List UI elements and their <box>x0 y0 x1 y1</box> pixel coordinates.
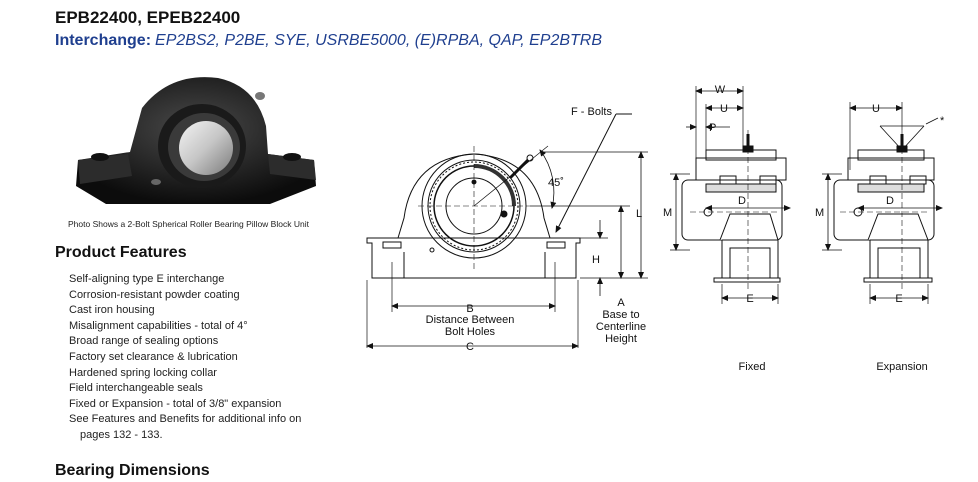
fixed-u-label: U <box>720 103 728 115</box>
interchange-value: EP2BS2, P2BE, SYE, USRBE5000, (E)RPBA, Q… <box>155 32 603 49</box>
expansion-u-label: U <box>872 103 880 115</box>
dim-a-desc-3: Height <box>605 333 637 345</box>
dim-a-desc-1: Base to <box>602 309 639 321</box>
dim-a-label: A <box>617 297 625 309</box>
feature-item: Cast iron housing <box>69 304 155 317</box>
feature-item: Self-aligning type E interchange <box>69 273 225 285</box>
features-list: Self-aligning type E interchange Corrosi… <box>69 272 301 444</box>
dim-b-label: B <box>466 303 473 315</box>
dim-a-desc-2: Centerline <box>596 321 646 333</box>
feature-item: Fixed or Expansion - total of 3/8" expan… <box>69 397 282 410</box>
product-title: EPB22400, EPEB22400 <box>55 8 241 27</box>
bearing-dimensions-heading: Bearing Dimensions <box>55 462 210 479</box>
dim-b-desc-1: Distance Between <box>426 314 515 326</box>
feature-item: See Features and Benefits for additional… <box>69 413 302 426</box>
angle-label: 45˚ <box>548 177 564 189</box>
dim-c-label: C <box>466 341 474 353</box>
expansion-caption: Expansion <box>876 361 927 373</box>
expansion-d-label: D <box>886 195 894 207</box>
feature-item: pages 132 - 133. <box>80 428 163 441</box>
feature-item: Misalignment capabilities - total of 4° <box>69 319 248 332</box>
interchange-line: Interchange:EP2BS2, P2BE, SYE, USRBE5000… <box>55 32 602 50</box>
dim-h-label: H <box>592 254 600 266</box>
fixed-p-label: P <box>709 122 716 134</box>
fixed-w-label: W <box>715 84 726 96</box>
feature-item: Factory set clearance & lubrication <box>69 350 238 363</box>
feature-item: Field interchangeable seals <box>69 382 203 395</box>
fixed-caption: Fixed <box>739 361 766 373</box>
fixed-e-label: E <box>746 293 753 305</box>
dim-b-desc-2: Bolt Holes <box>445 326 496 338</box>
front-view <box>366 113 648 349</box>
photo-caption: Photo Shows a 2-Bolt Spherical Roller Be… <box>68 219 309 229</box>
fixed-d-label: D <box>738 195 746 207</box>
expansion-m-label: M <box>815 207 824 219</box>
feature-item: Hardened spring locking collar <box>69 366 217 379</box>
features-heading: Product Features <box>55 244 187 261</box>
expansion-side-view <box>822 102 943 304</box>
fixed-m-label: M <box>663 207 672 219</box>
fixed-side-view <box>670 86 791 304</box>
interchange-label: Interchange: <box>55 32 152 49</box>
feature-item: Broad range of sealing options <box>69 335 219 348</box>
expansion-star-label: * <box>940 115 945 127</box>
bolts-label: F - Bolts <box>571 106 612 118</box>
product-photo <box>76 77 316 204</box>
dim-l-label: L <box>636 208 642 220</box>
expansion-e-label: E <box>895 293 902 305</box>
feature-item: Corrosion-resistant powder coating <box>69 288 240 301</box>
